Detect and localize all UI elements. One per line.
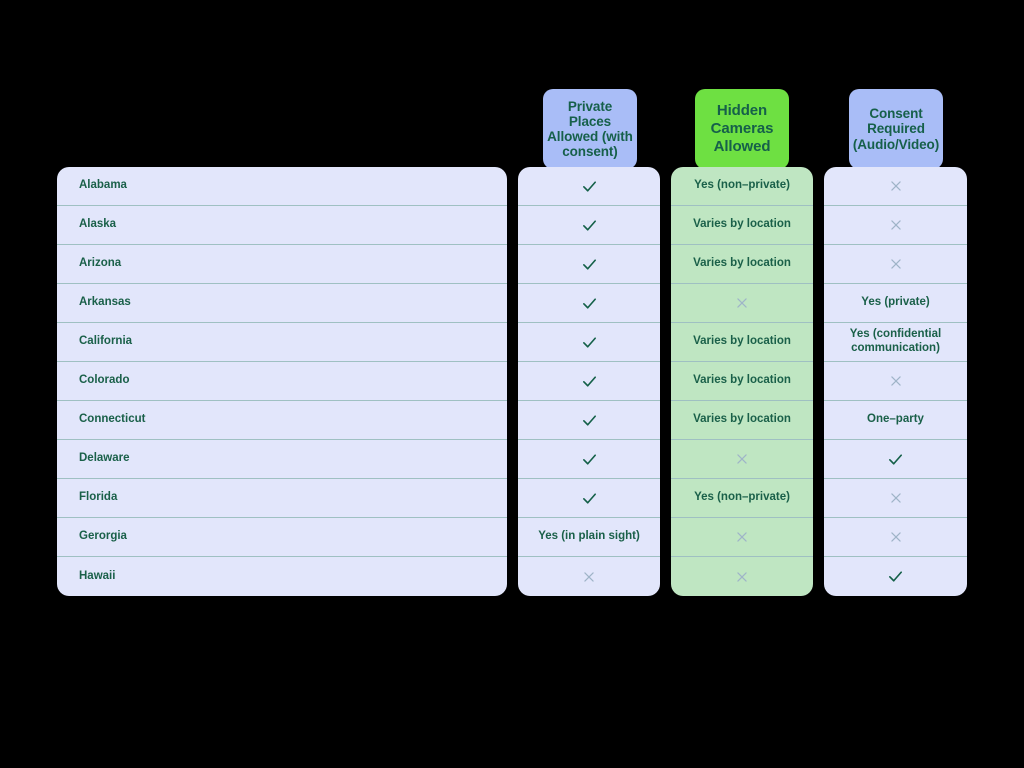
cell-text: Varies by location [693, 374, 791, 387]
table-row-state-label: Hawaii [57, 557, 507, 596]
table-row-state-label: Alabama [57, 167, 507, 206]
cross-icon [582, 570, 596, 584]
cell-text: Connecticut [79, 413, 146, 426]
table-row-state-label: Alaska [57, 206, 507, 245]
check-icon [581, 217, 598, 234]
table-cell-private [518, 206, 660, 245]
column-panel-private-places: Yes (in plain sight) [518, 167, 660, 596]
cross-icon [735, 296, 749, 310]
cell-text: California [79, 335, 133, 348]
cross-icon [889, 374, 903, 388]
cross-icon [735, 452, 749, 466]
check-icon [581, 373, 598, 390]
cell-text: Arizona [79, 257, 122, 270]
table-cell-consent [824, 362, 967, 401]
cell-text: Arkansas [79, 296, 131, 309]
table-cell-private [518, 323, 660, 362]
table-cell-consent [824, 440, 967, 479]
column-header-consent-required: Consent Required (Audio/Video) [849, 89, 943, 169]
table-row-state-label: California [57, 323, 507, 362]
table-cell-private [518, 284, 660, 323]
cross-icon [889, 491, 903, 505]
check-icon [581, 490, 598, 507]
table-row-state-label: Delaware [57, 440, 507, 479]
table-cell-hidden [671, 284, 813, 323]
table-row-state-label: Connecticut [57, 401, 507, 440]
check-icon [581, 178, 598, 195]
cell-text: Yes (private) [861, 296, 930, 309]
cross-icon [889, 257, 903, 271]
table-cell-private: Yes (in plain sight) [518, 518, 660, 557]
cross-icon [735, 570, 749, 584]
cross-icon [889, 218, 903, 232]
table-row-state-label: Florida [57, 479, 507, 518]
table-cell-hidden: Varies by location [671, 245, 813, 284]
check-icon [887, 568, 904, 585]
table-cell-consent [824, 245, 967, 284]
table-cell-hidden: Varies by location [671, 362, 813, 401]
column-header-hidden-cameras: Hidden Cameras Allowed [695, 89, 789, 169]
table-row-state-label: Colorado [57, 362, 507, 401]
check-icon [887, 451, 904, 468]
check-icon [581, 295, 598, 312]
check-icon [581, 412, 598, 429]
cell-text: Varies by location [693, 218, 791, 231]
table-cell-hidden: Varies by location [671, 323, 813, 362]
table-cell-hidden: Varies by location [671, 401, 813, 440]
cell-text: Varies by location [693, 413, 791, 426]
table-cell-hidden [671, 440, 813, 479]
cell-text: Gerorgia [79, 530, 127, 543]
cross-icon [735, 530, 749, 544]
table-cell-hidden [671, 557, 813, 596]
table-cell-private [518, 479, 660, 518]
table-cell-private [518, 362, 660, 401]
check-icon [581, 334, 598, 351]
table-cell-hidden: Yes (non–private) [671, 167, 813, 206]
cell-text: One–party [867, 413, 924, 426]
table-cell-consent [824, 479, 967, 518]
cell-text: Varies by location [693, 257, 791, 270]
table-cell-consent [824, 167, 967, 206]
cell-text: Yes (non–private) [694, 179, 790, 192]
cell-text: Yes (non–private) [694, 491, 790, 504]
check-icon [581, 451, 598, 468]
cell-text: Varies by location [693, 335, 791, 348]
table-row-state-label: Arkansas [57, 284, 507, 323]
cell-text: Colorado [79, 374, 130, 387]
cell-text: Alabama [79, 179, 127, 192]
table-row-state-label: Arizona [57, 245, 507, 284]
table-cell-consent: Yes (private) [824, 284, 967, 323]
column-panel-consent-required: Yes (private) Yes (confidential communica… [824, 167, 967, 596]
table-cell-consent [824, 518, 967, 557]
cell-text: Delaware [79, 452, 130, 465]
cell-text: Hawaii [79, 569, 116, 582]
cell-text: Florida [79, 491, 118, 504]
table-cell-private [518, 245, 660, 284]
table-cell-consent: Yes (confidential communication) [824, 323, 967, 362]
table-cell-consent [824, 557, 967, 596]
table-cell-private [518, 167, 660, 206]
cross-icon [889, 530, 903, 544]
table-cell-private [518, 401, 660, 440]
table-cell-hidden: Yes (non–private) [671, 479, 813, 518]
table-cell-private [518, 440, 660, 479]
table-cell-consent: One–party [824, 401, 967, 440]
column-header-private-places: Private Places Allowed (with consent) [543, 89, 637, 169]
cell-text: Yes (in plain sight) [538, 530, 640, 543]
cross-icon [889, 179, 903, 193]
cell-text: Yes (confidential communication) [849, 328, 942, 354]
check-icon [581, 256, 598, 273]
table-cell-hidden [671, 518, 813, 557]
cell-text: Alaska [79, 218, 117, 231]
table-cell-private [518, 557, 660, 596]
table-row-state-label: Gerorgia [57, 518, 507, 557]
table-cell-consent [824, 206, 967, 245]
table-cell-hidden: Varies by location [671, 206, 813, 245]
